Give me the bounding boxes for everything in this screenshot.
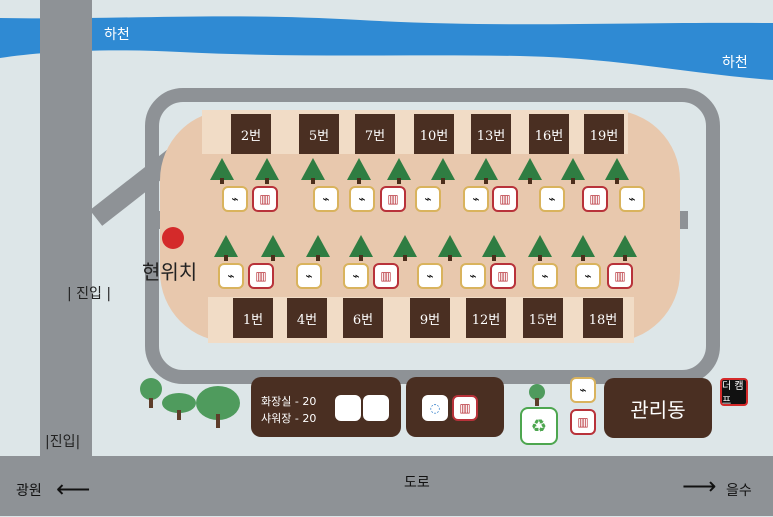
site-15: 15번 bbox=[523, 298, 563, 338]
tree-icon bbox=[349, 235, 373, 261]
tree-icon bbox=[529, 384, 545, 400]
tree-icon bbox=[387, 158, 411, 184]
power-icon: ⌁ bbox=[532, 263, 558, 289]
facility-panel: 화장실 - 20 샤워장 - 20 ◫ ♀ bbox=[251, 377, 401, 437]
logo-text: 더 캠프 bbox=[722, 381, 744, 407]
left-destination-label: 광원 bbox=[16, 483, 42, 499]
washroom-panel: ◌ ▥ bbox=[406, 377, 504, 437]
tree-trunk bbox=[216, 414, 220, 428]
tree-icon bbox=[561, 158, 585, 184]
tree-icon bbox=[605, 158, 629, 184]
extinguisher-icon: ▥ bbox=[373, 263, 399, 289]
power-icon: ⌁ bbox=[415, 186, 441, 212]
site-4: 4번 bbox=[287, 298, 327, 338]
toilet-count: 화장실 - 20 bbox=[261, 395, 317, 408]
tree-icon bbox=[438, 235, 462, 261]
river-label-right: 하천 bbox=[722, 55, 748, 71]
camp-logo: 더 캠프 bbox=[720, 378, 748, 407]
extinguisher-icon: ▥ bbox=[452, 395, 478, 421]
tree-trunk bbox=[177, 410, 181, 420]
tree-trunk bbox=[535, 398, 539, 406]
tree-icon bbox=[162, 393, 196, 413]
site-2: 2번 bbox=[231, 114, 271, 154]
tree-icon bbox=[301, 158, 325, 184]
power-icon: ⌁ bbox=[296, 263, 322, 289]
power-icon: ⌁ bbox=[417, 263, 443, 289]
site-19: 19번 bbox=[584, 114, 624, 154]
left-arrow-icon: ⟵ bbox=[56, 475, 91, 503]
power-icon: ⌁ bbox=[222, 186, 248, 212]
site-9: 9번 bbox=[410, 298, 450, 338]
restroom-icon: ♀ bbox=[363, 395, 389, 421]
extinguisher-icon: ▥ bbox=[492, 186, 518, 212]
extinguisher-icon: ▥ bbox=[248, 263, 274, 289]
power-icon: ⌁ bbox=[619, 186, 645, 212]
tree-icon bbox=[214, 235, 238, 261]
site-16: 16번 bbox=[529, 114, 569, 154]
current-location-marker bbox=[162, 227, 184, 249]
left-vertical-road bbox=[40, 0, 92, 470]
tree-icon bbox=[528, 235, 552, 261]
main-road bbox=[0, 456, 773, 516]
management-label: 관리동 bbox=[630, 397, 686, 422]
road-label: 도로 bbox=[404, 475, 430, 491]
site-18: 18번 bbox=[583, 298, 623, 338]
tree-icon bbox=[518, 158, 542, 184]
right-arrow-icon: ⟶ bbox=[682, 472, 717, 500]
sink-icon: ◌ bbox=[422, 395, 448, 421]
site-1: 1번 bbox=[233, 298, 273, 338]
tree-icon bbox=[306, 235, 330, 261]
site-10: 10번 bbox=[414, 114, 454, 154]
tree-icon bbox=[393, 235, 417, 261]
power-icon: ⌁ bbox=[349, 186, 375, 212]
right-destination-label: 을수 bbox=[726, 483, 752, 499]
power-icon: ⌁ bbox=[343, 263, 369, 289]
site-6: 6번 bbox=[343, 298, 383, 338]
power-icon: ⌁ bbox=[218, 263, 244, 289]
tree-icon bbox=[210, 158, 234, 184]
site-13: 13번 bbox=[471, 114, 511, 154]
power-icon: ⌁ bbox=[539, 186, 565, 212]
extinguisher-icon: ▥ bbox=[582, 186, 608, 212]
management-building: 관리동 bbox=[604, 378, 712, 438]
power-icon: ⌁ bbox=[313, 186, 339, 212]
shower-icon: ◫ bbox=[335, 395, 361, 421]
river bbox=[0, 16, 773, 80]
tree-icon bbox=[482, 235, 506, 261]
power-icon: ⌁ bbox=[463, 186, 489, 212]
tree-icon bbox=[613, 235, 637, 261]
river-label-left: 하천 bbox=[104, 27, 130, 43]
site-7: 7번 bbox=[355, 114, 395, 154]
extinguisher-icon: ▥ bbox=[252, 186, 278, 212]
tree-icon bbox=[140, 378, 162, 400]
extinguisher-icon: ▥ bbox=[570, 409, 596, 435]
current-location-label: 현위치 bbox=[142, 260, 198, 284]
entry-label-lower: |진입| bbox=[45, 434, 81, 450]
shower-count: 샤워장 - 20 bbox=[261, 412, 317, 425]
tree-icon bbox=[474, 158, 498, 184]
tree-icon bbox=[431, 158, 455, 184]
tree-icon bbox=[261, 235, 285, 261]
power-icon: ⌁ bbox=[570, 377, 596, 403]
power-icon: ⌁ bbox=[460, 263, 486, 289]
extinguisher-icon: ▥ bbox=[380, 186, 406, 212]
tree-icon bbox=[571, 235, 595, 261]
tree-trunk bbox=[149, 398, 153, 408]
recycle-icon: ♻ bbox=[520, 407, 558, 445]
entry-label-upper: | 진입 | bbox=[67, 286, 112, 302]
tree-icon bbox=[255, 158, 279, 184]
tree-icon bbox=[347, 158, 371, 184]
extinguisher-icon: ▥ bbox=[490, 263, 516, 289]
site-12: 12번 bbox=[466, 298, 506, 338]
power-icon: ⌁ bbox=[575, 263, 601, 289]
extinguisher-icon: ▥ bbox=[607, 263, 633, 289]
site-5: 5번 bbox=[299, 114, 339, 154]
